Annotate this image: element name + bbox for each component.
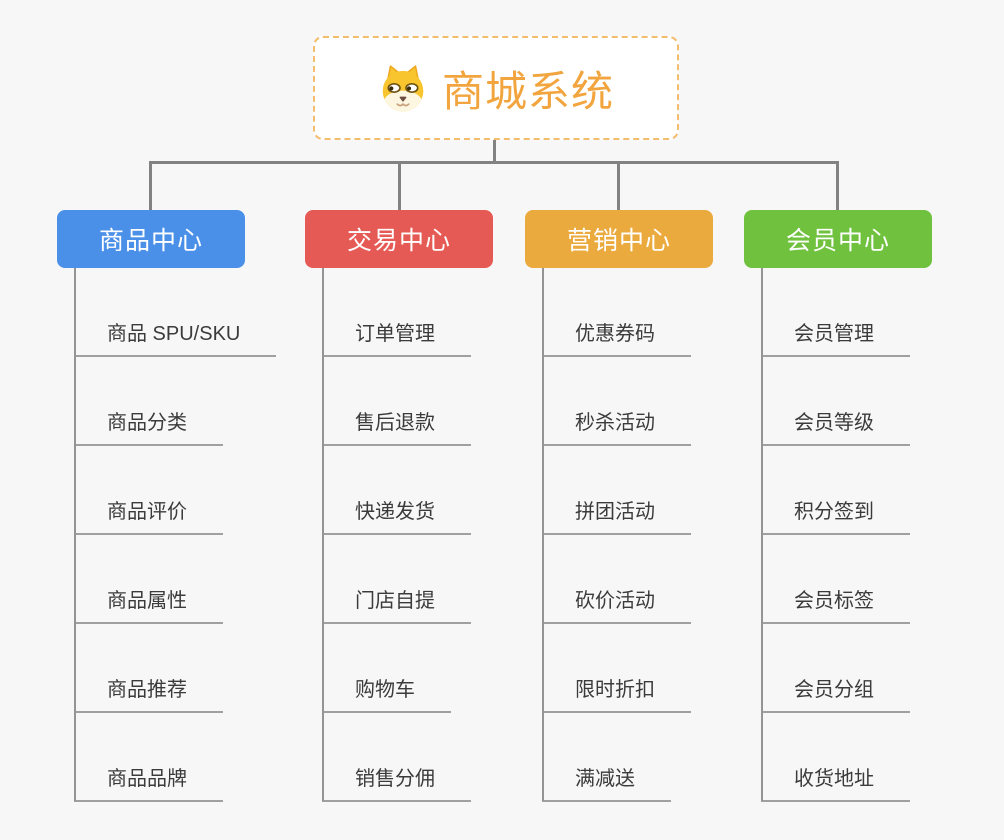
topic-label: 砍价活动 [542,584,691,624]
topic-label: 积分签到 [761,495,910,535]
connector-drop-4 [836,163,839,210]
topic-item[interactable]: 积分签到 [761,446,992,535]
topic-label: 满减送 [542,762,671,802]
topic-item[interactable]: 订单管理 [322,268,553,357]
topic-label: 商品属性 [74,584,223,624]
branch-marketing-center: 营销中心 优惠券码 秒杀活动 拼团活动 砍价活动 限时折扣 满减送 [525,210,773,802]
branch-label: 商品中心 [98,227,203,255]
topic-label: 会员分组 [761,673,910,713]
connector-drop-3 [617,163,620,210]
topic-item[interactable]: 会员等级 [761,357,992,446]
connector-drop-1 [149,163,152,210]
topic-label: 商品推荐 [74,673,223,713]
root-topic[interactable]: 商城系统 [313,36,679,140]
topic-item[interactable]: 秒杀活动 [542,357,773,446]
topic-label: 商品品牌 [74,762,223,802]
topic-item[interactable]: 商品属性 [74,535,305,624]
root-topic-title: 商城系统 [441,67,614,115]
topic-item[interactable]: 商品推荐 [74,624,305,713]
topic-label: 会员标签 [761,584,910,624]
topic-label: 售后退款 [322,406,471,446]
topic-label: 快递发货 [322,495,471,535]
topic-item[interactable]: 拼团活动 [542,446,773,535]
connector-root-drop [493,140,496,162]
branch-node-marketing-center[interactable]: 营销中心 [525,210,713,268]
branch-label: 交易中心 [346,227,451,255]
branch-label: 会员中心 [785,227,890,255]
topic-item[interactable]: 优惠券码 [542,268,773,357]
topic-item[interactable]: 会员分组 [761,624,992,713]
branch-product-center: 商品中心 商品 SPU/SKU 商品分类 商品评价 商品属性 商品推荐 商品品牌 [57,210,305,802]
connector-drop-2 [398,163,401,210]
topic-label: 秒杀活动 [542,406,691,446]
topic-label: 购物车 [322,673,451,713]
topic-item[interactable]: 商品 SPU/SKU [74,268,305,357]
topic-item[interactable]: 砍价活动 [542,535,773,624]
topic-label: 拼团活动 [542,495,691,535]
topic-item[interactable]: 销售分佣 [322,713,553,802]
topic-label: 优惠券码 [542,317,691,357]
branch-trunk-line [542,268,544,801]
topic-item[interactable]: 收货地址 [761,713,992,802]
topic-label: 门店自提 [322,584,471,624]
topic-item[interactable]: 满减送 [542,713,773,802]
topic-item[interactable]: 门店自提 [322,535,553,624]
branch-trunk-line [761,268,763,801]
topic-item[interactable]: 商品品牌 [74,713,305,802]
topic-item[interactable]: 售后退款 [322,357,553,446]
topic-item[interactable]: 商品评价 [74,446,305,535]
topic-label: 销售分佣 [322,762,471,802]
topic-item[interactable]: 会员管理 [761,268,992,357]
topic-label: 会员管理 [761,317,910,357]
topic-label: 商品分类 [74,406,223,446]
branch-node-product-center[interactable]: 商品中心 [57,210,245,268]
branch-node-member-center[interactable]: 会员中心 [744,210,932,268]
topic-item[interactable]: 快递发货 [322,446,553,535]
connector-bus [149,161,839,164]
topic-label: 限时折扣 [542,673,691,713]
dog-face-icon [382,65,424,112]
topic-label: 订单管理 [322,317,471,357]
topic-item[interactable]: 商品分类 [74,357,305,446]
branch-node-trade-center[interactable]: 交易中心 [305,210,493,268]
branch-label: 营销中心 [566,227,671,255]
topic-item[interactable]: 限时折扣 [542,624,773,713]
topic-label: 收货地址 [761,762,910,802]
branch-member-center: 会员中心 会员管理 会员等级 积分签到 会员标签 会员分组 收货地址 [744,210,992,802]
topic-item[interactable]: 购物车 [322,624,553,713]
branch-trade-center: 交易中心 订单管理 售后退款 快递发货 门店自提 购物车 销售分佣 [305,210,553,802]
topic-label: 会员等级 [761,406,910,446]
topic-item[interactable]: 会员标签 [761,535,992,624]
branch-trunk-line [322,268,324,801]
topic-label: 商品评价 [74,495,223,535]
topic-label: 商品 SPU/SKU [74,317,277,357]
branch-trunk-line [74,268,76,801]
